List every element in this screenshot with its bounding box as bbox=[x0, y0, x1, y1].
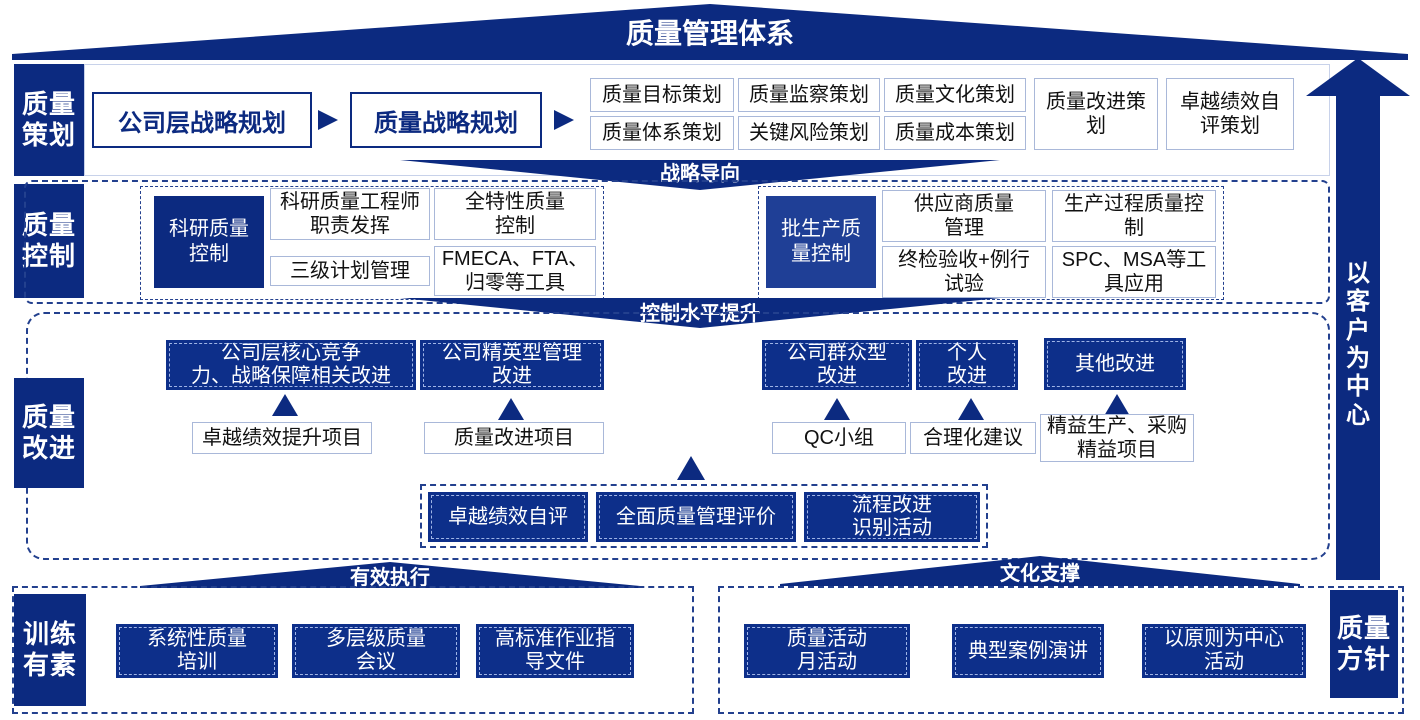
strategy-band-label: 战略导向 bbox=[660, 162, 740, 185]
activity-self-assessment: 卓越绩效自评 bbox=[428, 492, 588, 542]
project-suggestion: 合理化建议 bbox=[910, 422, 1036, 454]
policy-label: 质量 方针 bbox=[1330, 590, 1398, 698]
improve-elite-management: 公司精英型管理 改进 bbox=[420, 340, 604, 390]
training-label: 训练 有素 bbox=[14, 594, 86, 706]
customer-focus-label: 以 客 户 为 中 心 bbox=[1346, 260, 1370, 429]
plan-cost: 质量成本策划 bbox=[884, 116, 1026, 150]
rd-engineer-duty: 科研质量工程师 职责发挥 bbox=[270, 188, 430, 240]
quality-strategy-box: 质量战略规划 bbox=[350, 92, 542, 148]
planning-label: 质量 策划 bbox=[14, 64, 84, 176]
up-triangle-icon bbox=[1104, 394, 1130, 416]
culture-case-speech: 典型案例演讲 bbox=[952, 624, 1104, 678]
culture-band bbox=[780, 556, 1300, 586]
activity-tqm-evaluation: 全面质量管理评价 bbox=[596, 492, 796, 542]
improve-other: 其他改进 bbox=[1044, 338, 1186, 390]
up-triangle-icon bbox=[677, 456, 705, 480]
improve-core-competence: 公司层核心竞争 力、战略保障相关改进 bbox=[166, 340, 416, 390]
plan-supervision: 质量监察策划 bbox=[738, 78, 880, 112]
rd-three-level-plan: 三级计划管理 bbox=[270, 256, 430, 286]
training-meetings: 多层级质量 会议 bbox=[292, 624, 460, 678]
customer-focus-arrow bbox=[1306, 58, 1410, 580]
plan-risk: 关键风险策划 bbox=[738, 116, 880, 150]
rd-full-feature: 全特性质量 控制 bbox=[434, 188, 596, 240]
project-excellence: 卓越绩效提升项目 bbox=[192, 422, 372, 454]
rd-control-title: 科研质量 控制 bbox=[154, 196, 264, 288]
project-qc-group: QC小组 bbox=[772, 422, 906, 454]
project-quality-improvement: 质量改进项目 bbox=[424, 422, 604, 454]
plan-culture: 质量文化策划 bbox=[884, 78, 1026, 112]
training-panel bbox=[12, 586, 694, 714]
batch-spc-tools: SPC、MSA等工 具应用 bbox=[1052, 246, 1216, 298]
execution-band bbox=[140, 562, 640, 588]
strategy-band bbox=[400, 160, 1000, 190]
improve-mass: 公司群众型 改进 bbox=[762, 340, 912, 390]
up-triangle-icon bbox=[824, 398, 850, 420]
arrow-right-icon bbox=[554, 110, 574, 130]
arrow-right-icon bbox=[318, 110, 338, 130]
roof-banner bbox=[12, 4, 1408, 60]
up-triangle-icon bbox=[498, 398, 524, 420]
batch-control-group bbox=[758, 186, 1224, 300]
culture-panel bbox=[718, 586, 1404, 714]
evaluation-group bbox=[420, 484, 988, 548]
batch-process: 生产过程质量控 制 bbox=[1052, 190, 1216, 242]
company-strategy-box: 公司层战略规划 bbox=[92, 92, 312, 148]
culture-principle-activity: 以原则为中心 活动 bbox=[1142, 624, 1306, 678]
activity-process-improvement: 流程改进 识别活动 bbox=[804, 492, 980, 542]
plan-improvement: 质量改进策 划 bbox=[1034, 78, 1158, 150]
plan-goal: 质量目标策划 bbox=[590, 78, 734, 112]
up-triangle-icon bbox=[958, 398, 984, 420]
rd-tools: FMECA、FTA、 归零等工具 bbox=[434, 246, 596, 296]
batch-supplier: 供应商质量 管理 bbox=[882, 190, 1046, 242]
plan-system: 质量体系策划 bbox=[590, 116, 734, 150]
batch-final-inspection: 终检验收+例行 试验 bbox=[882, 246, 1046, 298]
culture-activity-month: 质量活动 月活动 bbox=[744, 624, 910, 678]
plan-excellence: 卓越绩效自 评策划 bbox=[1166, 78, 1294, 150]
batch-control-title: 批生产质 量控制 bbox=[766, 196, 876, 288]
training-systematic: 系统性质量 培训 bbox=[116, 624, 278, 678]
project-lean: 精益生产、采购 精益项目 bbox=[1040, 414, 1194, 462]
up-triangle-icon bbox=[272, 394, 298, 416]
improvement-label: 质量 改进 bbox=[14, 378, 84, 488]
page-title: 质量管理体系 bbox=[625, 18, 794, 49]
rd-control-group bbox=[140, 186, 604, 300]
execution-band-label: 有效执行 bbox=[350, 566, 430, 589]
training-work-instructions: 高标准作业指 导文件 bbox=[476, 624, 634, 678]
culture-band-label: 文化支撑 bbox=[1000, 562, 1080, 585]
improve-personal: 个人 改进 bbox=[916, 340, 1018, 390]
